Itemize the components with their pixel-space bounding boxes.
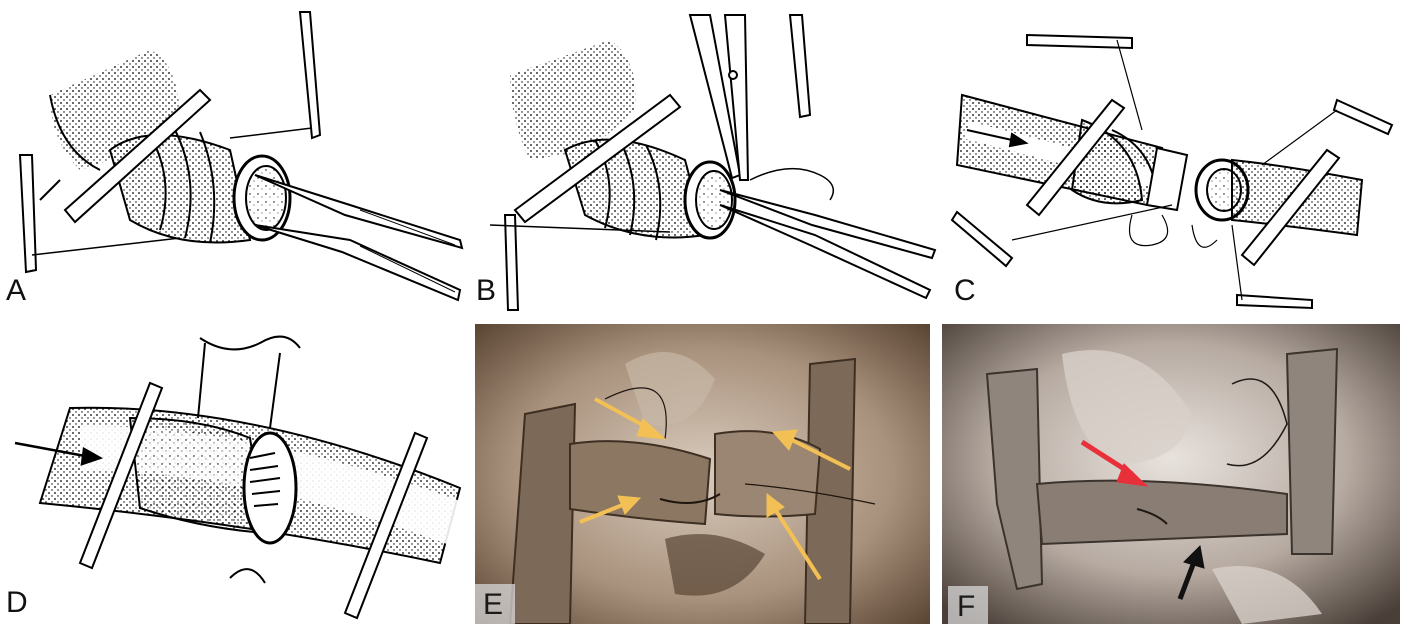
illustration-a <box>0 0 468 312</box>
illustration-c <box>942 0 1402 312</box>
panel-b: B <box>470 0 940 312</box>
panel-label-f: F <box>957 592 975 622</box>
panel-e: E <box>475 324 930 624</box>
panel-label-b: B <box>476 276 496 306</box>
photograph-e <box>475 324 930 624</box>
panel-f: F <box>942 324 1400 624</box>
panel-c: C <box>942 0 1402 312</box>
panel-a: A <box>0 0 468 312</box>
panel-label-d: D <box>6 588 28 618</box>
illustration-b <box>470 0 940 312</box>
panel-label-c: C <box>954 276 976 306</box>
panel-d: D <box>0 318 468 624</box>
photograph-f <box>942 324 1400 624</box>
illustration-d <box>0 318 468 624</box>
panel-label-a: A <box>6 276 26 306</box>
panel-label-e: E <box>483 590 503 620</box>
